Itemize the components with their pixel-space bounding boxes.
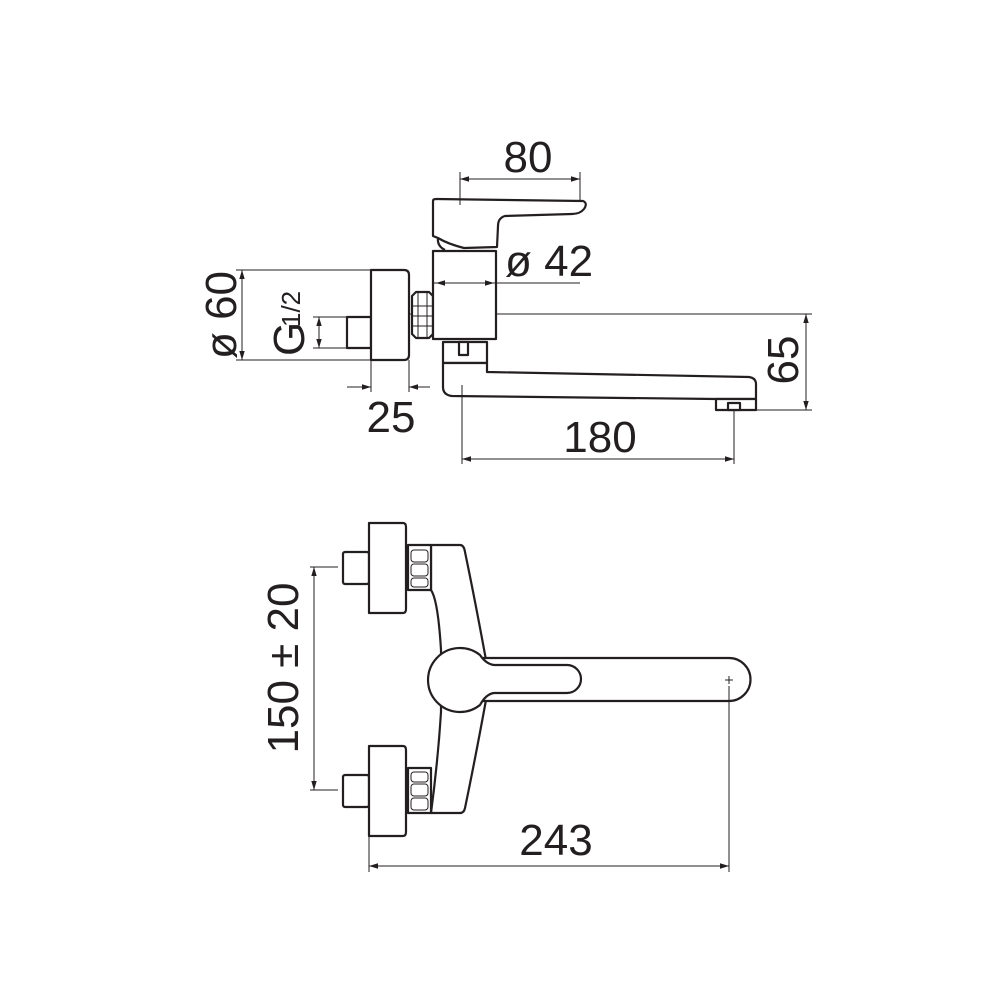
dimension-25: 25 (347, 360, 430, 442)
mixer-body (431, 249, 498, 341)
upper-hex-nut (406, 543, 433, 592)
wall-pipe-stub (345, 315, 373, 350)
top-view: 150 ± 20 243 (259, 521, 752, 872)
outlet-center-mark (725, 676, 733, 684)
aerator-outlet (726, 401, 742, 412)
dim-180-label: 180 (563, 413, 636, 462)
dim-thread-fraction: 1/2 (276, 291, 306, 327)
dimension-60: ø 60 (197, 269, 371, 361)
dim-60-label: ø 60 (197, 271, 246, 359)
lower-hex-nut (406, 766, 433, 815)
hex-nut (410, 290, 435, 340)
wall-flange (369, 268, 411, 362)
side-view: 80 ø 42 ø 60 G 1/2 65 (197, 133, 812, 464)
dim-25-label: 25 (367, 393, 416, 442)
dim-42-label: ø 42 (505, 237, 593, 286)
dimension-80: 80 (459, 133, 581, 205)
dimension-180: 180 (461, 385, 735, 464)
dim-243-label: 243 (519, 816, 592, 865)
lever-handle[interactable] (431, 197, 587, 250)
dimension-243: 243 (368, 686, 730, 872)
dim-80-label: 80 (504, 133, 553, 182)
dimension-42: ø 42 (433, 237, 593, 286)
lever-base (436, 237, 446, 251)
upper-wall-flange (367, 521, 408, 615)
dim-65-label: 65 (759, 336, 808, 385)
dim-thread-label: G (265, 322, 314, 356)
swivel-detail (457, 340, 470, 357)
spout (441, 361, 758, 401)
dimension-65: 65 (756, 314, 812, 411)
dimension-150: 150 ± 20 (259, 566, 338, 791)
dimension-thread: G 1/2 (265, 291, 347, 356)
lever-handle-top[interactable] (427, 646, 583, 714)
dim-150-label: 150 ± 20 (259, 583, 308, 754)
lower-wall-flange (367, 744, 408, 838)
lower-pipe-stub (341, 773, 371, 809)
upper-pipe-stub (341, 550, 371, 586)
